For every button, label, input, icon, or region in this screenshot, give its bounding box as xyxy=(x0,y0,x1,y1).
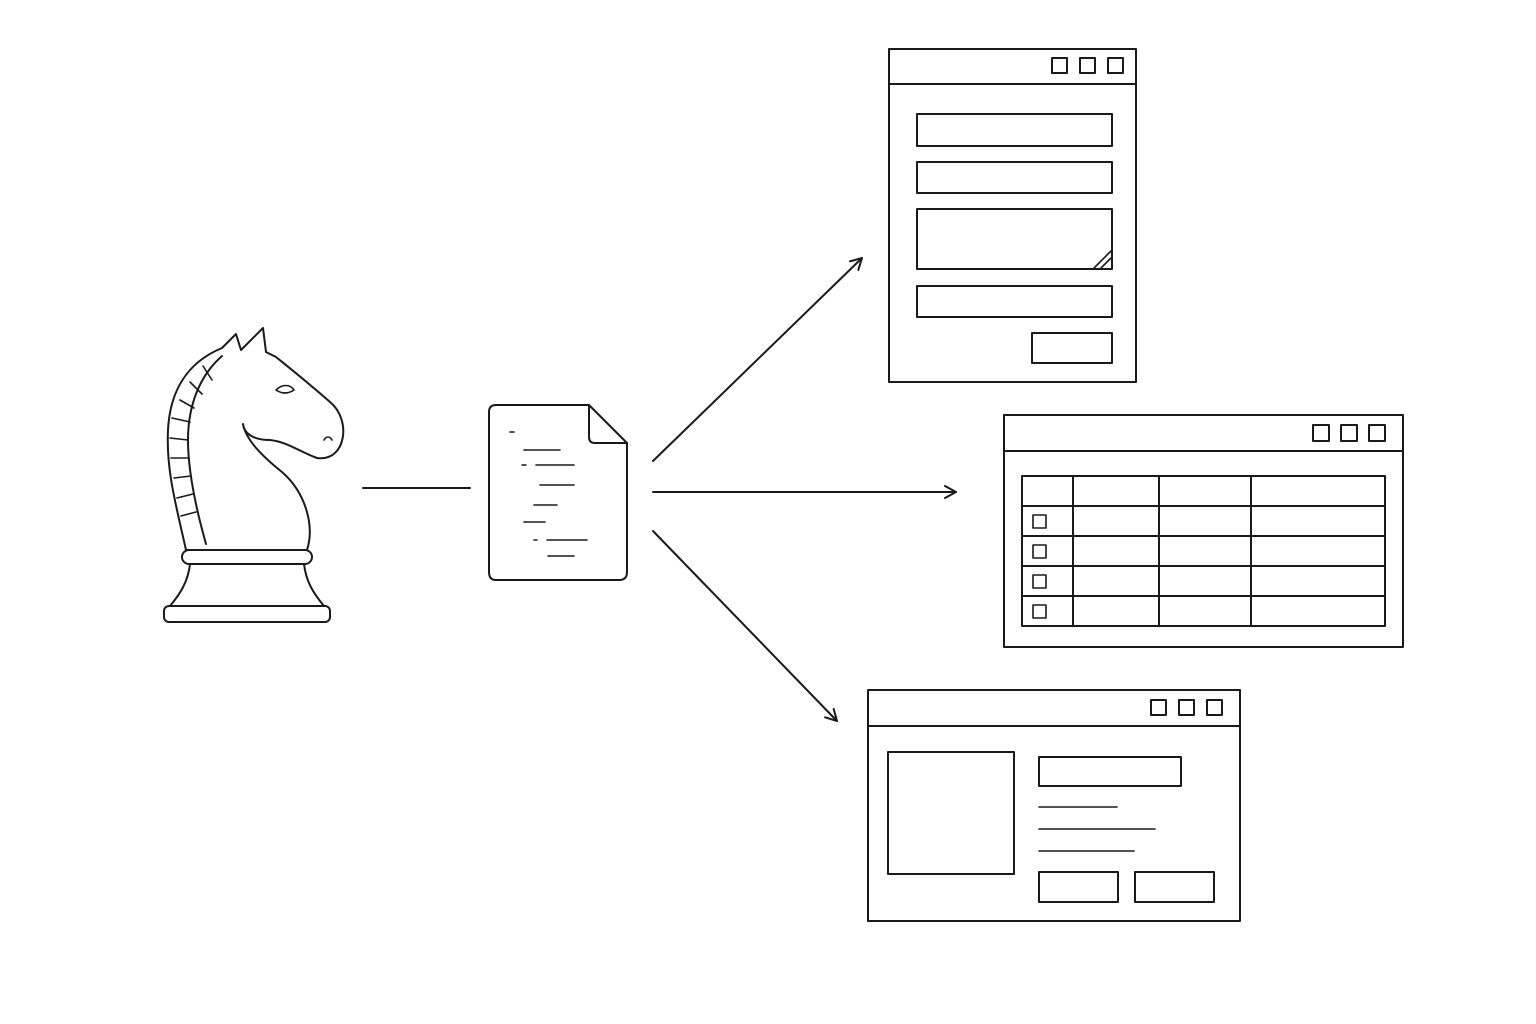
action-button-shape xyxy=(1038,871,1119,903)
form-textarea xyxy=(916,208,1113,270)
row-checkbox-icon xyxy=(1032,574,1047,589)
form-field xyxy=(916,161,1113,194)
title-bar-shape xyxy=(1038,756,1182,787)
row-checkbox-icon xyxy=(1032,514,1047,529)
submit-button-shape xyxy=(1031,332,1113,364)
window-control-icon xyxy=(1368,424,1386,442)
form-field xyxy=(916,113,1113,147)
arrow-to-detail xyxy=(652,530,838,722)
detail-card-window-icon xyxy=(867,689,1241,922)
row-checkbox-icon xyxy=(1032,544,1047,559)
window-control-icon xyxy=(1340,424,1358,442)
data-table xyxy=(1021,475,1386,627)
resize-handle-icon xyxy=(1093,250,1112,269)
chess-knight-icon xyxy=(163,327,345,623)
window-control-icon xyxy=(1079,57,1096,74)
window-control-icon xyxy=(1107,57,1124,74)
row-checkbox-icon xyxy=(1032,604,1047,619)
table-window-icon xyxy=(1003,414,1404,648)
window-control-icon xyxy=(1312,424,1330,442)
form-field xyxy=(916,285,1113,318)
action-button-shape xyxy=(1134,871,1215,903)
window-control-icon xyxy=(1178,699,1195,716)
window-control-icon xyxy=(1150,699,1167,716)
arrow-to-form xyxy=(652,257,863,462)
window-control-icon xyxy=(1051,57,1068,74)
code-lines xyxy=(509,431,588,557)
code-document-icon xyxy=(488,404,628,581)
image-placeholder xyxy=(887,751,1015,875)
form-window-icon xyxy=(888,48,1137,383)
window-control-icon xyxy=(1206,699,1223,716)
